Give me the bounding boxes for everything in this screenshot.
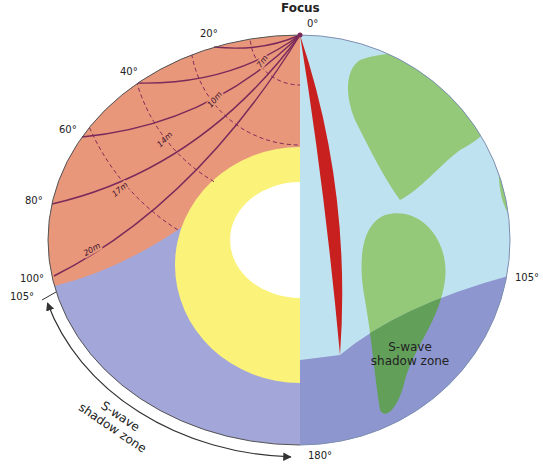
degree-label: 105°	[10, 291, 34, 303]
shadow-zone-label: S-wave shadow zone	[368, 341, 452, 369]
ray-paths	[52, 35, 300, 276]
wave-fronts	[70, 0, 530, 265]
degree-label: 180°	[308, 450, 332, 462]
outer-core	[175, 147, 300, 383]
degree-label: 40°	[120, 66, 138, 78]
earth-outline	[48, 35, 300, 445]
inner-core	[230, 182, 300, 298]
degree-label: 105°	[515, 272, 539, 284]
globe-outline	[300, 35, 510, 445]
focus-point	[298, 33, 303, 38]
degree-label: 20°	[200, 28, 218, 40]
degree-label: 80°	[25, 195, 43, 207]
crust-slice	[300, 35, 342, 355]
degree-label: 0°	[307, 18, 318, 30]
degree-label: 60°	[59, 124, 77, 136]
focus-label: Focus	[281, 2, 320, 16]
shadow-zone-arc	[48, 303, 291, 457]
continent-shadowed	[362, 213, 446, 413]
tick	[42, 292, 56, 300]
degree-label: 100°	[20, 273, 44, 285]
mantle-shadow-section	[48, 35, 300, 445]
